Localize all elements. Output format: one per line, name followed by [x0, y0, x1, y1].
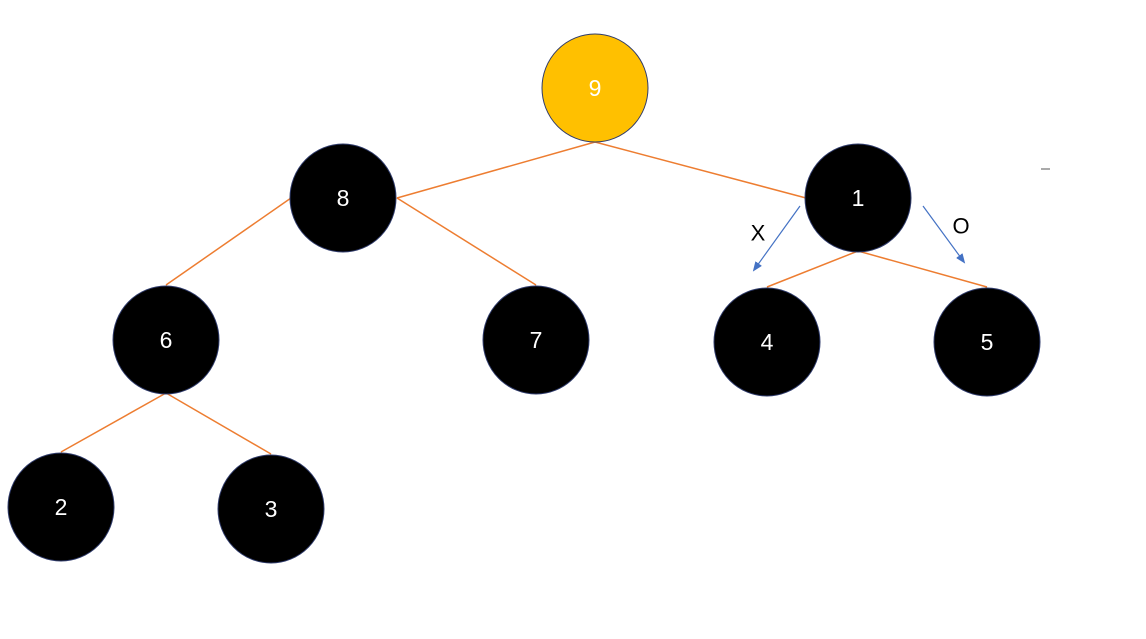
arrow-x-line [752, 205, 801, 272]
edge-n8-n7 [396, 197, 537, 286]
node-circle-6 [112, 285, 220, 395]
tree-node-2: 2 [7, 452, 115, 562]
node-circle-1 [804, 143, 912, 253]
edge-n6-n3 [165, 392, 272, 455]
edge-n1-n4 [766, 250, 859, 288]
tree-node-1: 1 [804, 143, 912, 253]
arrow-o-label: O [952, 214, 969, 239]
tree-node-9: 9 [541, 33, 649, 143]
node-label-1: 1 [852, 185, 865, 211]
node-circle-8 [289, 143, 397, 253]
arrow-o-line [922, 205, 966, 264]
tree-node-4: 4 [713, 287, 821, 397]
edge-n9-n1 [594, 141, 807, 199]
edge-n9-n8 [396, 141, 596, 199]
node-label-8: 8 [337, 185, 350, 211]
node-label-9: 9 [589, 75, 602, 101]
tree-node-8: 8 [289, 143, 397, 253]
node-circle-3 [217, 454, 325, 564]
tree-node-5: 5 [933, 287, 1041, 397]
node-circle-7 [482, 285, 590, 395]
edge-n8-n6 [165, 197, 292, 286]
tree-node-6: 6 [112, 285, 220, 395]
arrow-x-label: X [751, 221, 766, 246]
node-circle-2 [7, 452, 115, 562]
node-circle-9 [541, 33, 649, 143]
tree-node-7: 7 [482, 285, 590, 395]
edge-n6-n2 [60, 392, 167, 453]
edge-n1-n5 [857, 250, 988, 288]
node-label-6: 6 [160, 327, 173, 353]
node-label-3: 3 [265, 496, 278, 522]
node-label-5: 5 [981, 329, 994, 355]
node-label-4: 4 [761, 329, 774, 355]
node-circle-4 [713, 287, 821, 397]
tree-nodes: 9 8 1 6 7 4 5 2 3 [7, 33, 1041, 564]
tree-node-3: 3 [217, 454, 325, 564]
node-circle-5 [933, 287, 1041, 397]
node-label-2: 2 [55, 494, 68, 520]
node-label-7: 7 [530, 327, 543, 353]
tree-edges [60, 141, 988, 455]
